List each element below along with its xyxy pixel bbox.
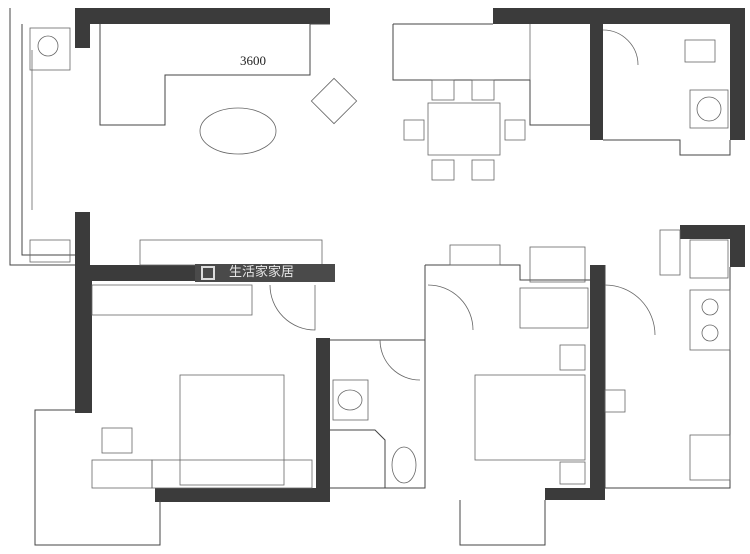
furniture (29, 24, 731, 489)
watermark-logo-icon (201, 266, 215, 280)
watermark: 生活家家居 (195, 264, 335, 282)
walls (75, 8, 745, 502)
partition-lines (9, 8, 731, 546)
watermark-text: 生活家家居 (229, 265, 295, 280)
doors (269, 29, 656, 381)
living-room-dimension-label: 3600 (240, 53, 266, 68)
